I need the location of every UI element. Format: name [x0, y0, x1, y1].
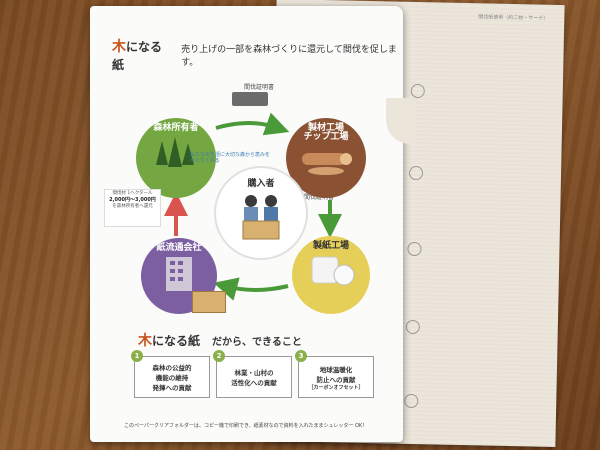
- contribution-1-line1: 森林の公益的: [152, 364, 192, 372]
- paper-roll-icon: [311, 256, 355, 286]
- forest-owner-label: 森林所有者: [153, 123, 199, 133]
- brand-logo: 木になる紙: [112, 36, 171, 73]
- recycle-mark-icon: [407, 241, 422, 257]
- contribution-card-3: 3 地球温暖化 防止への貢献 ［カーボンオフセット］: [295, 350, 374, 398]
- recycle-mark-icon: [405, 319, 420, 335]
- price-box-line3: を森林所有者へ還元: [112, 204, 153, 209]
- benefit-note: 私たちの生活に大切な森から恵みを与えてくれる: [190, 152, 271, 164]
- paper-mill-node: 製紙工場: [292, 236, 370, 314]
- chip-mill-label-line2: チップ工場: [303, 132, 349, 143]
- chip-mill-label-line1: 製材工場: [307, 123, 344, 133]
- brand-text: になる紙: [112, 40, 163, 72]
- contribution-2-line2: 活性化への貢献: [231, 379, 277, 387]
- chip-mill-node: 製材工場チップ工場: [286, 118, 366, 198]
- buyer-label: 購入者: [247, 179, 275, 189]
- price-box-amount: 2,000円〜3,000円: [109, 197, 156, 203]
- building-icon: [166, 257, 192, 292]
- contribution-1-line3: 発揮への貢献: [152, 384, 192, 392]
- back-sheet-header: 間伐紙使用（約二枚・サーテ）: [478, 14, 549, 22]
- certificate-label-top: 間伐証明書: [244, 84, 275, 91]
- brand-mark: 木: [112, 39, 126, 55]
- contribution-2-line1: 林業・山村の: [234, 369, 274, 377]
- log-truck-icon: [232, 92, 268, 106]
- distributor-label: 紙流通会社: [156, 243, 202, 253]
- tagline: 売り上げの一部を森林づくりに還元して間伐を促します。: [181, 44, 397, 68]
- cardboard-box-icon: [192, 291, 226, 313]
- recycle-mark-icon: [408, 165, 424, 181]
- cycle-arrows: [164, 112, 342, 301]
- clear-folder: 木になる紙 売り上げの一部を森林づくりに還元して間伐を促します。 間伐証明書 間…: [90, 6, 416, 442]
- contribution-1-line2: 機能の維持: [155, 374, 189, 382]
- arrow-forest-to-chip: [215, 112, 290, 136]
- contribution-card-2: 2 林業・山村の 活性化への貢献: [213, 350, 292, 398]
- brand-text-2: になる紙: [152, 334, 201, 348]
- contribution-3-line3: ［カーボンオフセット］: [308, 384, 364, 391]
- recycle-mark-icon: [410, 83, 425, 99]
- contribution-3-line1: 地球温暖化: [319, 365, 353, 374]
- contribution-card-1: 1 森林の公益的 機能の維持 発揮への貢献: [131, 350, 210, 398]
- title-row: 木になる紙 売り上げの一部を森林づくりに還元して間伐を促します。: [112, 36, 403, 73]
- brand-logo-2: 木になる紙: [138, 330, 200, 350]
- contribution-num-1: 1: [131, 350, 143, 362]
- price-box: 間伐材 1ヘクタール 2,000円〜3,000円 を森林所有者へ還元: [104, 189, 161, 227]
- buyers-icon: [242, 195, 280, 240]
- contribution-num-3: 3: [295, 350, 307, 362]
- brand-mark-2: 木: [138, 333, 152, 349]
- arrow-paper-to-distributor: [213, 277, 289, 301]
- subtitle-text: だから、できること: [212, 336, 302, 348]
- contribution-num-2: 2: [213, 350, 225, 362]
- price-box-line1: 間伐材 1ヘクタール: [112, 191, 153, 196]
- recycle-mark-icon: [404, 393, 419, 409]
- buyer-node: 購入者: [214, 166, 308, 260]
- chip-mill-label: 製材工場チップ工場: [303, 123, 349, 143]
- contribution-3-line2: 防止への貢献: [316, 375, 356, 384]
- logs-icon: [302, 152, 352, 175]
- subtitle-row: 木になる紙 だから、できること: [138, 330, 302, 350]
- trees-icon: [156, 137, 194, 168]
- footer-note: このペーパークリアフォルダーは、コピー機で印刷でき、紙素材なので資料を入れたまま…: [124, 423, 368, 429]
- forest-owner-node: 森林所有者: [136, 118, 216, 198]
- paper-mill-label: 製紙工場: [312, 241, 349, 251]
